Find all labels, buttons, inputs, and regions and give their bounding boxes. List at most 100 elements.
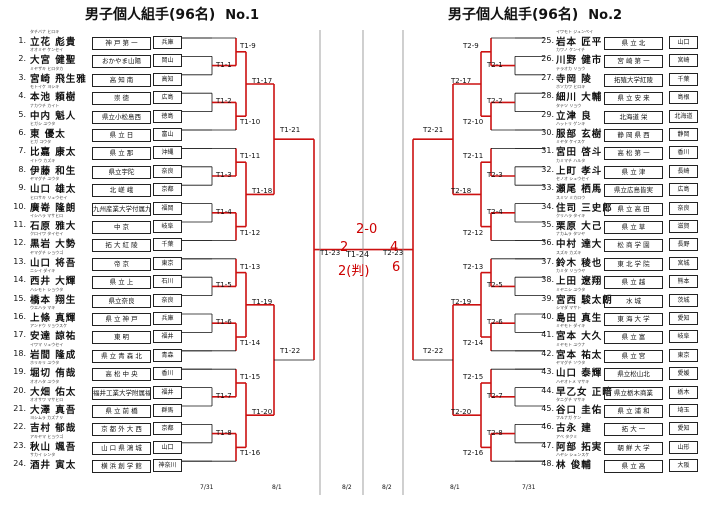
entry-kana: カミタ リョウヤ bbox=[556, 268, 586, 274]
entry-school: 東 明 bbox=[92, 331, 151, 345]
entry-number: 22. bbox=[13, 422, 26, 432]
date-center-right: 8/2 bbox=[382, 484, 392, 491]
entry-name: 古永 建 bbox=[556, 423, 592, 435]
entry-pref: 青森 bbox=[153, 348, 182, 362]
entry-name: 住司 三史郎 bbox=[556, 202, 613, 214]
entry-name: 寺岡 陵 bbox=[556, 73, 592, 85]
entry-pref: 広島 bbox=[669, 183, 698, 197]
entry-school: 高 松 中 央 bbox=[92, 368, 151, 382]
entry-name: 立花 彪貴 bbox=[30, 37, 77, 48]
entry-school: おかやま山陽 bbox=[92, 55, 151, 69]
title-right-text: 男子個人組手(96名) bbox=[448, 7, 579, 23]
entry-number: 42. bbox=[541, 348, 554, 358]
match-label: T2-14 bbox=[463, 338, 484, 347]
entry-kana: フルナガ ケン bbox=[556, 415, 582, 421]
match-label: T1-8 bbox=[216, 428, 232, 437]
entry-name: 細川 大輔 bbox=[556, 92, 603, 104]
entry-pref: 京都 bbox=[153, 183, 182, 197]
entry-name: 本池 頼樹 bbox=[30, 92, 77, 104]
entry-kana: モトイケ ヨシキ bbox=[30, 84, 60, 90]
entry-name: 早乙女 正暗 bbox=[556, 386, 613, 398]
entry-pref: 香川 bbox=[153, 367, 182, 381]
match-label: T1-23 bbox=[320, 248, 341, 257]
entry-pref: 滋賀 bbox=[669, 220, 698, 233]
entry-pref: 兵庫 bbox=[153, 36, 182, 49]
handwritten-left-bottom: 2(判) bbox=[338, 264, 370, 279]
entry-name: 立津 良 bbox=[556, 110, 592, 122]
match-label: T2-18 bbox=[451, 187, 472, 196]
entry-name: 大畑 佑太 bbox=[30, 386, 77, 398]
match-label: T2-6 bbox=[487, 318, 503, 327]
entry-kana: タチバナ ヒロキ bbox=[30, 29, 60, 34]
entry-kana: ウエハラ マキ bbox=[30, 305, 56, 310]
match-label: T1-11 bbox=[240, 152, 261, 161]
entry-name: 秋山 颯吾 bbox=[30, 441, 77, 453]
entry-pref: 長野 bbox=[669, 238, 698, 252]
entry-kana: ヒロサキ リュウセイ bbox=[30, 194, 68, 200]
entry-school: 県 立 津 bbox=[604, 165, 663, 179]
entry-pref: 福井 bbox=[153, 330, 182, 344]
entry-name: 瀬尾 栖馬 bbox=[556, 184, 603, 196]
entry-kana: ヨシムラ カズナリ bbox=[30, 415, 64, 421]
handwritten-right-num: 4 bbox=[390, 240, 399, 255]
entry-name: 宮田 啓斗 bbox=[556, 147, 603, 159]
entry-kana: オオサワ マサヒロ bbox=[30, 397, 64, 402]
match-label: T1-15 bbox=[240, 373, 261, 382]
entry-name: 宮西 駿太朗 bbox=[556, 294, 613, 306]
entry-number: 45. bbox=[541, 404, 554, 413]
entry-kana: スズキ カズキ bbox=[556, 249, 582, 255]
entry-name: 上條 真輝 bbox=[30, 313, 77, 324]
entry-kana: ハットリ ゲンキ bbox=[556, 121, 586, 126]
entry-number: 8. bbox=[18, 164, 26, 174]
entry-number: 29. bbox=[541, 109, 554, 119]
entry-school: 福井工業大学附属福井 bbox=[92, 386, 151, 400]
entry-school: 県立松山北 bbox=[604, 368, 663, 382]
match-label: T2-19 bbox=[451, 297, 472, 306]
entry-pref: 島根 bbox=[669, 91, 698, 105]
entry-pref: 長崎 bbox=[669, 164, 698, 178]
handwritten-left-num: 2 bbox=[340, 240, 349, 255]
entry-kana: ヒガ コウタ bbox=[30, 139, 52, 145]
entry-pref: 北海道 bbox=[669, 109, 698, 123]
entry-number: 13. bbox=[13, 256, 26, 266]
entry-kana: ハヤオトメ マサキ bbox=[556, 378, 590, 384]
entry-kana: ミヤタ ケイスケ bbox=[556, 139, 586, 145]
entry-kana: スミツ ミカロウ bbox=[556, 194, 586, 200]
title-left-text: 男子個人組手(96名) bbox=[85, 7, 216, 23]
entry-pref: 熊本 bbox=[669, 275, 698, 289]
entry-pref: 愛知 bbox=[669, 312, 698, 325]
entry-kana: タニグチ マサキ bbox=[556, 397, 586, 402]
entry-pref: 群馬 bbox=[153, 404, 182, 417]
entry-pref: 茨城 bbox=[669, 293, 698, 307]
entry-school: 高 松 第 一 bbox=[604, 147, 663, 161]
date-center-left: 8/2 bbox=[342, 484, 352, 491]
entry-number: 7. bbox=[18, 146, 26, 156]
entry-kana: サカイ シンタ bbox=[30, 452, 56, 458]
entry-number: 5. bbox=[18, 109, 26, 119]
final-label: T1-24 bbox=[346, 250, 370, 259]
entry-number: 3. bbox=[18, 72, 26, 82]
entry-pref: 奈良 bbox=[669, 201, 698, 215]
entry-pref: 広島 bbox=[153, 91, 182, 105]
entry-kana: クリハラ タイキ bbox=[556, 213, 586, 218]
entry-name: 栗原 大己 bbox=[556, 221, 603, 232]
entry-school: 県 立 宮 bbox=[604, 349, 663, 363]
title-right: 男子個人組手(96名)No.2 bbox=[448, 4, 622, 24]
entry-kana: テラオカ リョウ bbox=[556, 65, 586, 71]
entry-number: 2. bbox=[18, 54, 26, 64]
match-label: T1-7 bbox=[216, 391, 232, 400]
entry-number: 38. bbox=[541, 275, 554, 285]
title-left: 男子個人組手(96名)No.1 bbox=[85, 4, 259, 24]
entry-pref: 福井 bbox=[153, 385, 182, 399]
match-label: T2-20 bbox=[451, 408, 472, 417]
entry-pref: 徳島 bbox=[153, 109, 182, 123]
entry-number: 47. bbox=[541, 440, 554, 450]
entry-school: 京 都 外 大 西 bbox=[92, 423, 151, 437]
entry-pref: 福岡 bbox=[153, 201, 182, 215]
entry-school: 県立宇陀 bbox=[92, 165, 151, 179]
match-label: T1-19 bbox=[252, 297, 273, 306]
entry-school: 県 立 安 来 bbox=[604, 92, 663, 106]
entry-name: 岩間 隆成 bbox=[30, 349, 77, 361]
entry-number: 25. bbox=[541, 36, 554, 45]
entry-number: 20. bbox=[13, 385, 26, 395]
